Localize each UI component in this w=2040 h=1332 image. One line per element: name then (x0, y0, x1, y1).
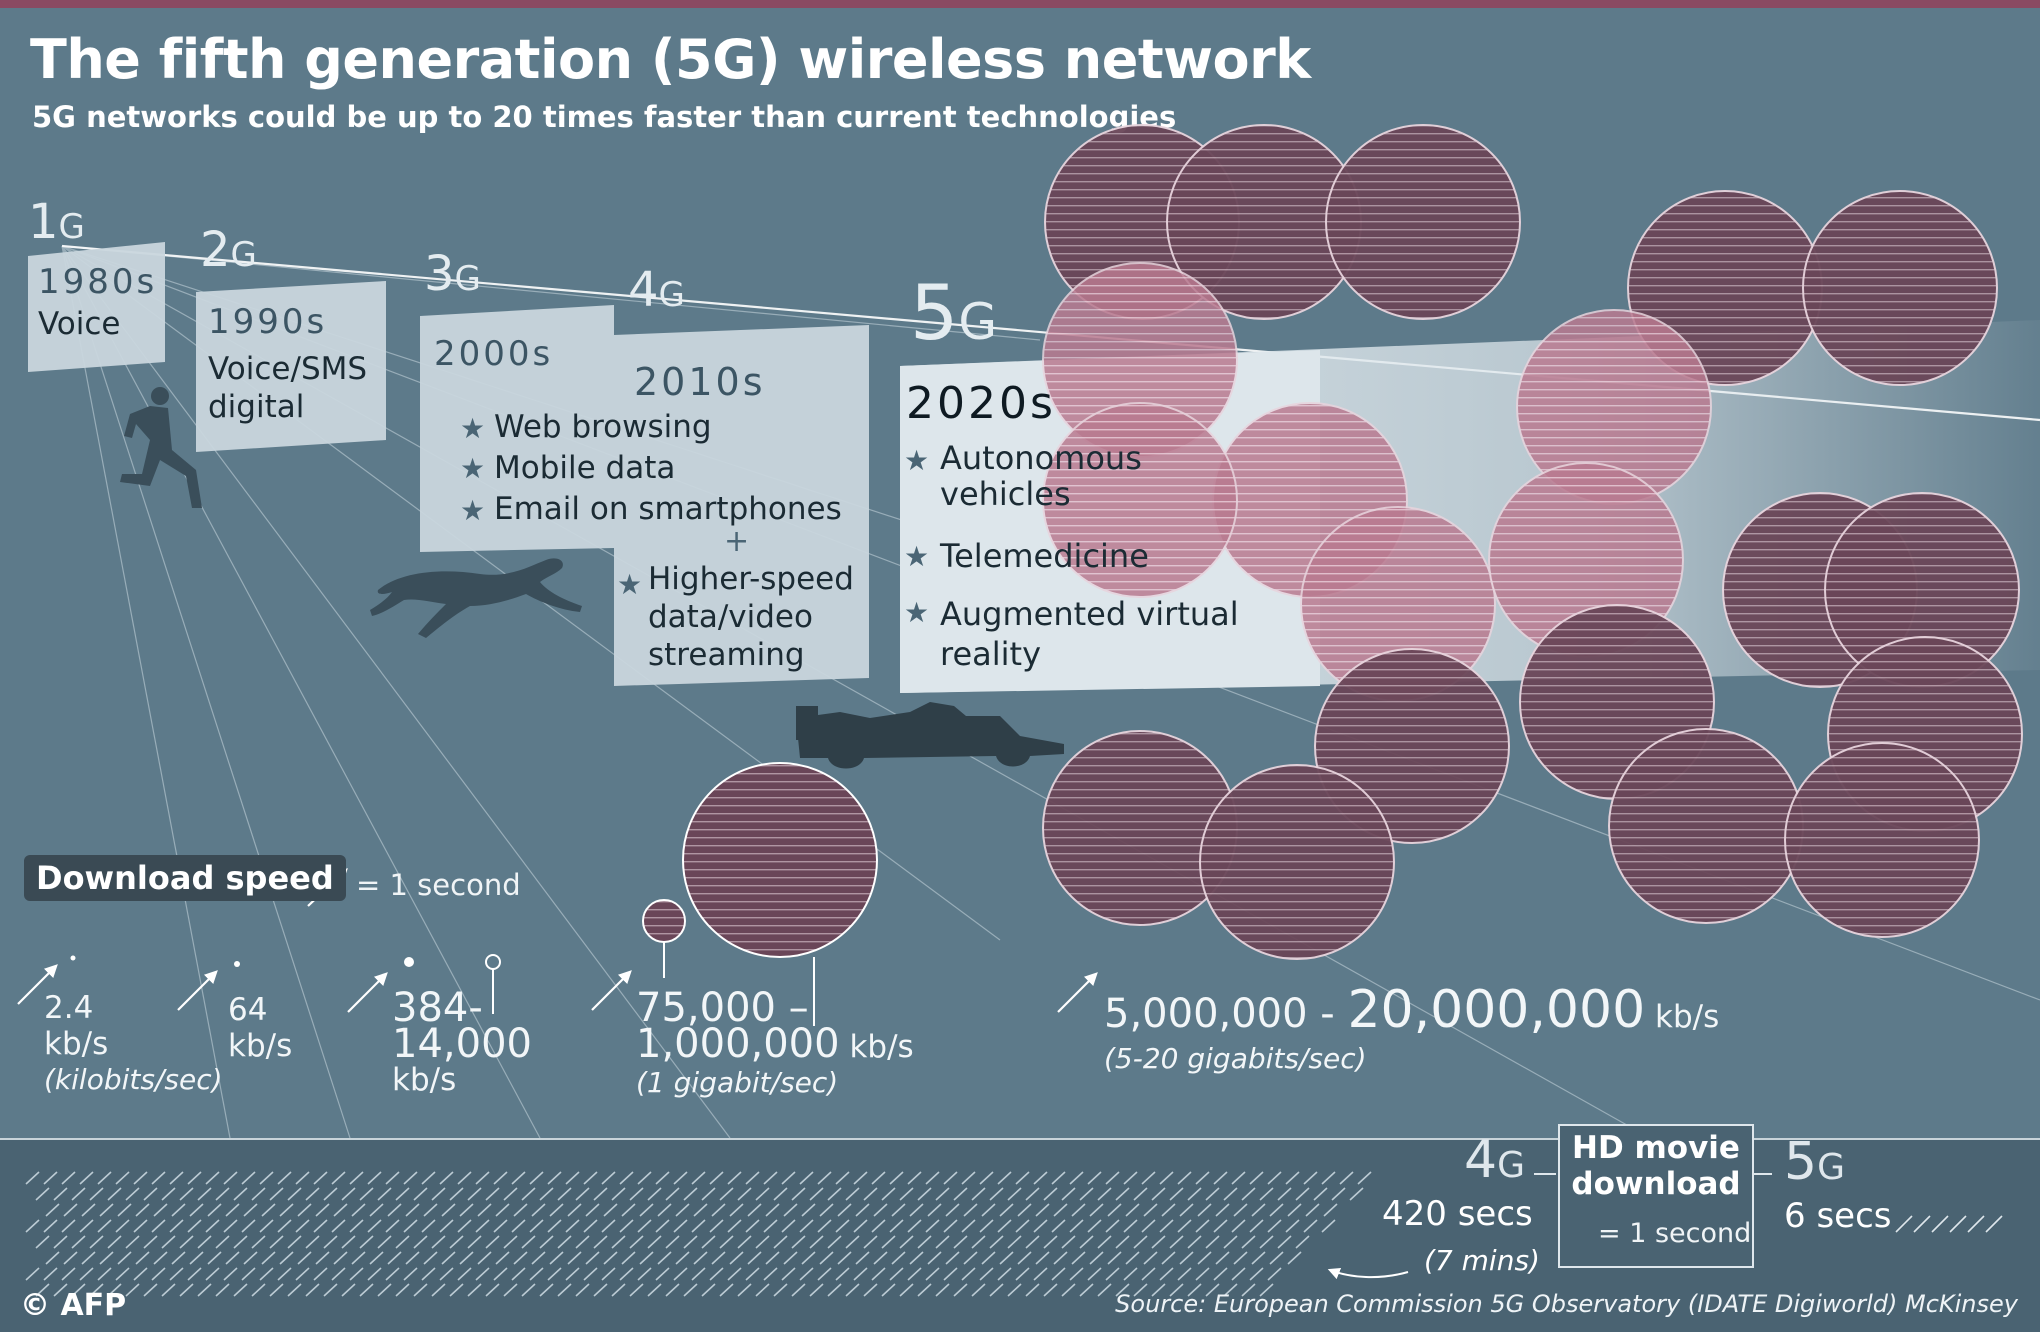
page-title: The fifth generation (5G) wireless netwo… (30, 28, 1311, 91)
decade-1g: 1980s (38, 262, 158, 302)
hd-5g-secs: 6 secs (1784, 1196, 1892, 1236)
speed-4g: 75,000 – 1,000,000 kb/s (1 gigabit/sec) (636, 985, 914, 1099)
hd-4g-secs: 420 secs (1382, 1194, 1533, 1234)
gen-5g-label: 5G (910, 268, 998, 357)
panel-4g (614, 325, 869, 686)
5g-arrow-group (1895, 1215, 2003, 1233)
afp-logo: © AFP (20, 1288, 127, 1323)
svg-text:★: ★ (904, 596, 929, 629)
gen-1g-label: 1G (28, 194, 85, 250)
decade-3g: 2000s (434, 334, 554, 374)
uses-3g: Web browsing Mobile data Email on smartp… (494, 409, 842, 527)
bottom-divider (0, 1138, 2040, 1140)
curved-arrow-icon (1327, 1267, 1409, 1280)
download-speed-badge: Download speed (24, 855, 346, 901)
speed-1g: 2.4 kb/s (kilobits/sec) (44, 990, 223, 1096)
race-car-icon (796, 702, 1064, 769)
hd-4g-label: 4G (1464, 1130, 1525, 1190)
hd-movie-box (1558, 1124, 1754, 1268)
gen-4g-label: 4G (628, 262, 685, 318)
svg-text:★: ★ (904, 444, 929, 477)
svg-text:★: ★ (904, 540, 929, 573)
svg-text:★: ★ (460, 412, 485, 445)
star-icons: ★ ★ ★ ★ ★ ★ ★ (460, 412, 929, 629)
top-accent-bar (0, 0, 2040, 8)
speed-2g: 64 kb/s (228, 992, 293, 1064)
svg-text:★: ★ (460, 452, 485, 485)
page-subtitle: 5G networks could be up to 20 times fast… (32, 100, 1177, 134)
panel-3g (420, 305, 614, 552)
runner-icon (120, 387, 202, 508)
speed-5g: 5,000,000 - 20,000,000 kb/s (5-20 gigabi… (1104, 980, 1720, 1075)
speed-3g: 384- 14,000 kb/s (392, 985, 532, 1098)
hd-5g-label: 5G (1784, 1132, 1845, 1192)
panel-2g (196, 281, 386, 452)
cheetah-icon (370, 558, 582, 638)
gen-3g-label: 3G (424, 246, 481, 302)
uses-1g: Voice (38, 306, 121, 342)
hd-4g-mins: (7 mins) (1424, 1244, 1540, 1277)
svg-text:★: ★ (617, 568, 642, 601)
hd-legend: = 1 second (1598, 1218, 1752, 1249)
speed-markers (70, 762, 878, 1026)
svg-text:★: ★ (460, 494, 485, 527)
source-note: Source: European Commission 5G Observato… (1115, 1290, 2018, 1318)
decade-2g: 1990s (208, 302, 328, 342)
uses-5g-telemedicine: Telemedicine (940, 537, 1149, 575)
gen-2g-label: 2G (200, 222, 257, 278)
plus-sign: + (724, 524, 750, 559)
5g-bubbles (1042, 124, 2023, 960)
panel-1g (28, 242, 165, 372)
arrow-swarm (25, 1171, 1372, 1297)
decade-5g: 2020s (906, 378, 1056, 429)
download-legend: = 1 second (356, 868, 521, 902)
decade-4g: 2010s (634, 360, 766, 404)
